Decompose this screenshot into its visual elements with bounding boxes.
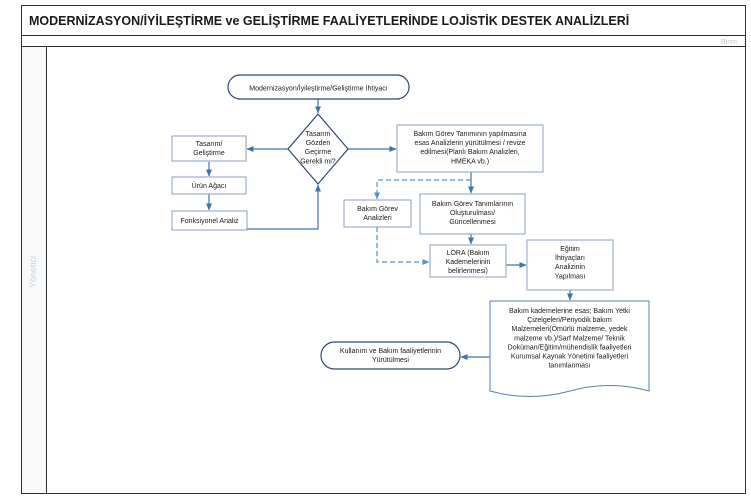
node-design[interactable]: Tasarım/Geliştirme — [171, 135, 247, 162]
svg-text:Ürün Ağacı: Ürün Ağacı — [192, 182, 227, 190]
node-label-line: Fonksiyonel Analiz — [181, 218, 239, 225]
dashed-maint-def-to-analyses — [374, 179, 471, 200]
lane-label: Yönetici — [28, 256, 38, 288]
node-start[interactable]: Modernizasyon/İyileştirme/Geliştirme İht… — [227, 74, 410, 100]
node-label-line: İhtiyaçları — [555, 253, 585, 262]
node-label-line: Analizleri — [363, 215, 392, 222]
diagram-title: MODERNİZASYON/İYİLEŞTİRME ve GELİŞTİRME … — [29, 13, 629, 28]
node-label-line: Kurumsal Kaynak Yönetimi faaliyetleri — [511, 354, 629, 361]
node-label-line: HMEKA vb.) — [451, 158, 489, 165]
node-label-line: tanımlanması — [548, 363, 590, 370]
node-label-line: Kullanım ve Bakım faaliyetlerinin — [340, 348, 441, 355]
dashed-connectors — [374, 179, 471, 265]
node-label-line: Gerekli mi? — [300, 158, 336, 165]
node-label-line: Modernizasyon/İyileştirme/Geliştirme İht… — [249, 84, 388, 93]
svg-text:Tasarım/Geliştirme: Tasarım/Geliştirme — [193, 141, 225, 157]
node-label-line: Analizinin — [555, 264, 585, 271]
node-label-line: Geliştirme — [193, 150, 225, 157]
node-maint-task-def[interactable]: Bakım Görev Tanımının yapılmasına esas An… — [396, 124, 544, 173]
node-label-line: LORA (Bakım — [447, 250, 490, 257]
header-tag: Birim — [721, 39, 737, 46]
node-label-line: Bakım kademelerine esas; Bakım Yetki — [509, 308, 630, 315]
node-label-line: Ürün Ağacı — [192, 182, 227, 190]
node-label-line: Tasarım — [306, 131, 331, 138]
svg-text:Fonksiyonel Analiz: Fonksiyonel Analiz — [181, 218, 239, 225]
node-label-line: Malzemeleri(Ömürlü malzeme, yedek — [512, 325, 628, 333]
node-label-line: Gözden — [306, 140, 331, 147]
node-label-line: Bakım Görev Tanımının yapılmasına — [413, 131, 526, 138]
svg-text:Kullanım ve Bakım faaliyetleri: Kullanım ve Bakım faaliyetlerininYürütül… — [340, 348, 441, 364]
node-label-line: belirlenmesi) — [448, 268, 488, 275]
svg-text:Bakım kademelerine esas; Bakım: Bakım kademelerine esas; Bakım YetkiÇize… — [508, 308, 632, 370]
node-label-line: Doküman/Eğitim/mühendislik faaliyetleri — [508, 344, 632, 351]
node-label-line: Yürütülmesi — [372, 357, 409, 364]
node-label-line: Geçirme — [305, 149, 332, 156]
node-label-line: Güncellenmesi — [449, 219, 496, 226]
node-label-line: Oluşturulması/ — [450, 210, 495, 217]
svg-text:Bakım Görev Tanımının yapılmas: Bakım Görev Tanımının yapılmasına esas An… — [413, 131, 526, 165]
node-label-line: Yapılması — [555, 273, 586, 280]
node-label-line: edilmesi(Planlı Bakım Analizleri, — [420, 149, 519, 156]
node-label-line: Eğitim — [560, 246, 580, 253]
arrow-function-to-decision — [247, 184, 321, 230]
node-label-line: esas Analizlerin yürütülmesi / revize — [415, 140, 526, 147]
dashed-analyses-to-lora — [376, 227, 430, 265]
node-function-analysis[interactable]: Fonksiyonel Analiz — [171, 210, 248, 231]
node-label-line: malzeme vb.)/Sarf Malzeme/ Teknik — [514, 335, 625, 342]
node-label-line: Tasarım/ — [196, 141, 223, 148]
lane-strip — [22, 47, 46, 493]
node-label-line: Çizelgeleri/Periyodik bakım — [527, 317, 612, 324]
node-label-line: Bakım Görev Tanımlarının — [432, 201, 513, 208]
svg-text:Modernizasyon/İyileştirme/Geli: Modernizasyon/İyileştirme/Geliştirme İht… — [249, 84, 388, 93]
node-product-tree[interactable]: Ürün Ağacı — [171, 176, 247, 195]
connectors — [206, 99, 573, 360]
node-label-line: Bakım Görev — [357, 206, 398, 213]
node-label-line: Kademelerinin — [446, 259, 491, 266]
